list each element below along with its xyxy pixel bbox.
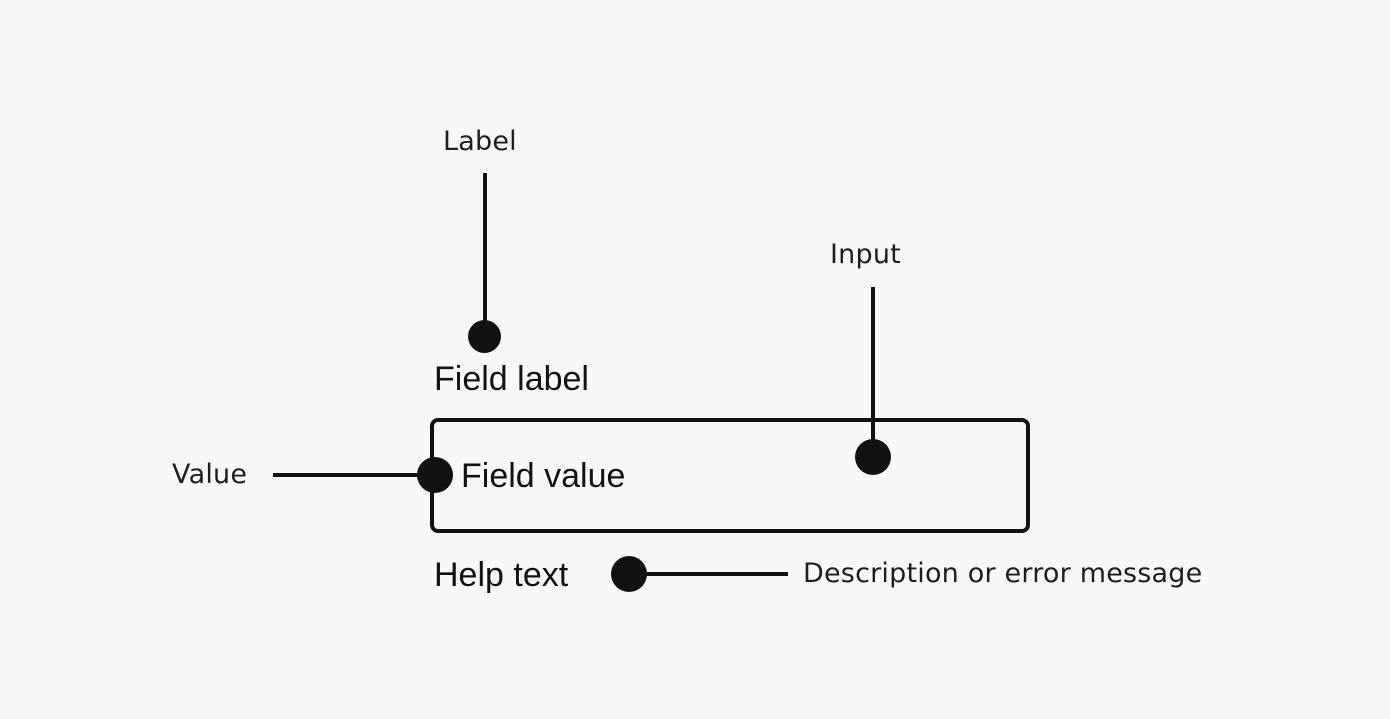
leader-line-label [483, 173, 487, 338]
annotation-label: Label [443, 126, 517, 157]
field-value-text: Field value [461, 457, 626, 495]
annotation-value: Value [172, 459, 248, 490]
anchor-dot-value [417, 457, 453, 493]
anchor-dot-label [468, 320, 501, 353]
annotation-input: Input [830, 239, 901, 270]
leader-line-value [273, 473, 438, 477]
annotation-description: Description or error message [803, 558, 1203, 589]
leader-line-input [871, 287, 875, 459]
anchor-dot-input [855, 439, 891, 475]
field-label-text: Field label [434, 360, 589, 398]
help-text-label: Help text [434, 556, 569, 594]
leader-line-help-text [640, 572, 788, 576]
